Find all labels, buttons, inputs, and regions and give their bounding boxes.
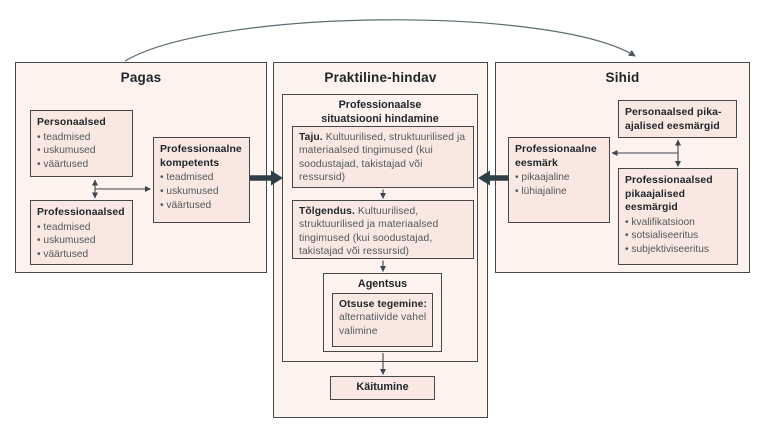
kompetents-list: teadmised uskumused väärtused	[160, 171, 246, 213]
pika-ajalised-line1: Personaalsed pika-	[625, 107, 722, 118]
professionaalsed-list: teadmised uskumused väärtused	[37, 221, 129, 263]
professionaalsed-box: Professionaalsed teadmised uskumused vää…	[30, 200, 133, 265]
list-item: väärtused	[160, 199, 246, 213]
list-item: kvalifikatsioon	[625, 216, 734, 230]
otsuse-lead: Otsuse tegemine:	[339, 299, 428, 310]
pagas-sihid-curved-arrow	[124, 19, 636, 62]
list-item: väärtused	[37, 248, 129, 262]
eesmark-heading: Professionaalne eesmärk	[515, 144, 597, 169]
list-item: teadmised	[160, 171, 246, 185]
list-item: teadmised	[37, 131, 129, 145]
tolgendus-lead: Tõlgendus.	[299, 206, 355, 217]
kaitumine-box: Käitumine	[330, 376, 435, 400]
tolgendus-body: Kultuurilised, struktuurilised ja materi…	[299, 206, 439, 258]
taju-lead: Taju.	[299, 132, 323, 143]
tolgendus-box: Tõlgendus. Kultuurilised, struktuurilise…	[292, 200, 474, 259]
hindamine-heading-line1: Professionaalse	[338, 99, 422, 111]
otsuse-box: Otsuse tegemine: alternatiivide vahel va…	[332, 293, 433, 347]
prof-pika-heading: Professionaalsed pikaajalised eesmärgid	[625, 175, 713, 214]
list-item: teadmised	[37, 221, 129, 235]
taju-box: Taju. Kultuurilised, struktuurilised ja …	[292, 126, 474, 188]
list-item: sotsialiseeritus	[625, 229, 734, 243]
hindamine-heading: Professionaalse situatsiooni hindamine	[283, 99, 477, 127]
tolgendus-text: Tõlgendus. Kultuurilised, struktuurilise…	[293, 201, 473, 262]
list-item: uskumused	[160, 185, 246, 199]
personaalsed-heading: Personaalsed	[37, 117, 106, 128]
praktiline-title: Praktiline-hindav	[324, 70, 437, 85]
eesmark-box: Professionaalne eesmärk pikaajaline lühi…	[508, 137, 610, 223]
personaalsed-list: teadmised uskumused väärtused	[37, 131, 129, 173]
list-item: pikaajaline	[515, 171, 606, 185]
kompetents-heading: Professionaalne kompetents	[160, 144, 242, 169]
list-item: väärtused	[37, 158, 129, 172]
taju-body: Kultuurilised, struktuurilised ja materi…	[299, 132, 466, 184]
agentsus-heading: Agentsus	[357, 278, 408, 290]
otsuse-text: Otsuse tegemine: alternatiivide vahel va…	[333, 294, 432, 341]
taju-text: Taju. Kultuurilised, struktuurilised ja …	[293, 127, 473, 188]
prof-pika-box: Professionaalsed pikaajalised eesmärgid …	[618, 168, 738, 265]
pika-ajalised-box: Personaalsed pika- ajalised eesmärgid	[618, 100, 737, 138]
prof-pika-list: kvalifikatsioon sotsialiseeritus subjekt…	[625, 216, 734, 258]
kaitumine-heading: Käitumine	[356, 381, 409, 393]
pika-ajalised-line2: ajalised eesmärgid	[625, 120, 720, 132]
pagas-title: Pagas	[120, 70, 162, 85]
otsuse-body: alternatiivide vahel valimine	[339, 312, 427, 337]
pika-ajalised-heading: Personaalsed pika- ajalised eesmärgid	[619, 101, 736, 133]
hindamine-heading-line2: situatsiooni hindamine	[321, 112, 439, 125]
list-item: uskumused	[37, 234, 129, 248]
kompetents-box: Professionaalne kompetents teadmised usk…	[153, 137, 250, 223]
list-item: lühiajaline	[515, 185, 606, 199]
list-item: subjektiviseeritus	[625, 243, 734, 257]
list-item: uskumused	[37, 144, 129, 158]
personaalsed-box: Personaalsed teadmised uskumused väärtus…	[30, 110, 133, 177]
professionaalsed-heading: Professionaalsed	[37, 207, 125, 218]
eesmark-list: pikaajaline lühiajaline	[515, 171, 606, 199]
sihid-title: Sihid	[605, 70, 640, 85]
